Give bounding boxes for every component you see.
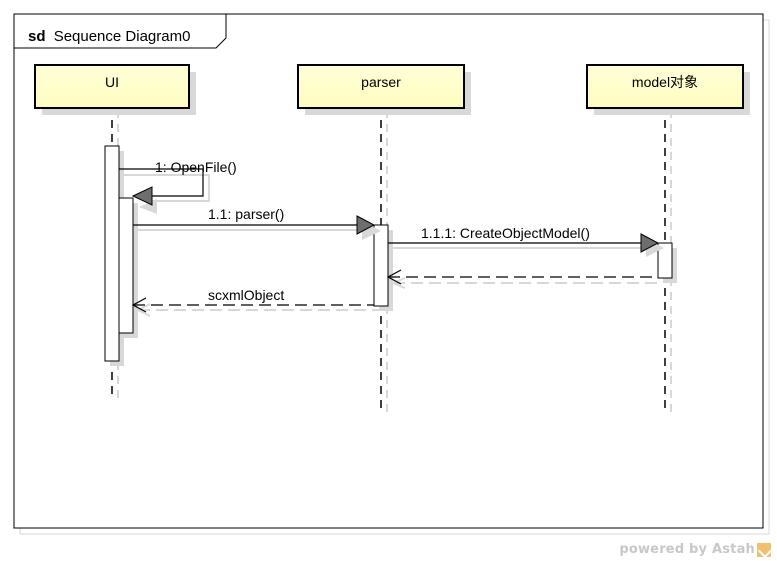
arrowhead-icon	[356, 215, 376, 235]
activation-ui	[104, 145, 120, 362]
activation-parser	[373, 224, 389, 307]
frame-title: sd Sequence Diagram0	[28, 28, 190, 45]
lifeline-parser[interactable]: parser	[297, 64, 471, 414]
return-arrow-icon	[386, 269, 402, 285]
lifeline-model-label: model对象	[632, 74, 698, 90]
activation-model	[657, 242, 673, 279]
astah-logo-icon	[757, 542, 771, 557]
message-return-scxmlobject-label: scxmlObject	[208, 287, 284, 303]
message-parser[interactable]: 1.1: parser()	[133, 206, 381, 240]
return-arrow-icon	[131, 297, 147, 313]
lifeline-ui-label: UI	[105, 74, 119, 90]
message-create-object-model[interactable]: 1.1.1: CreateObjectModel()	[388, 225, 664, 257]
message-return-scxmlobject[interactable]: scxmlObject	[131, 287, 379, 317]
lifeline-ui-head[interactable]	[34, 64, 190, 109]
lifeline-model-head[interactable]	[586, 64, 744, 109]
message-openfile-label: 1: OpenFile()	[155, 159, 237, 175]
message-openfile[interactable]: 1: OpenFile()	[119, 159, 237, 214]
lifeline-parser-label: parser	[361, 74, 401, 90]
watermark-text: powered by Astah	[619, 542, 755, 557]
watermark: powered by Astah	[619, 542, 771, 557]
frame-keyword: sd	[28, 28, 46, 45]
activation-ui-nested	[118, 197, 134, 334]
lifeline-parser-head[interactable]	[297, 64, 465, 109]
lifeline-ui[interactable]: UI	[34, 64, 196, 400]
message-return-model[interactable]	[386, 269, 663, 289]
lifeline-model[interactable]: model对象	[586, 64, 750, 418]
message-parser-label: 1.1: parser()	[208, 206, 284, 222]
message-create-object-model-label: 1.1.1: CreateObjectModel()	[421, 225, 590, 241]
frame-name: Sequence Diagram0	[54, 28, 191, 45]
arrowhead-icon	[131, 186, 153, 206]
arrowhead-icon	[640, 233, 660, 253]
